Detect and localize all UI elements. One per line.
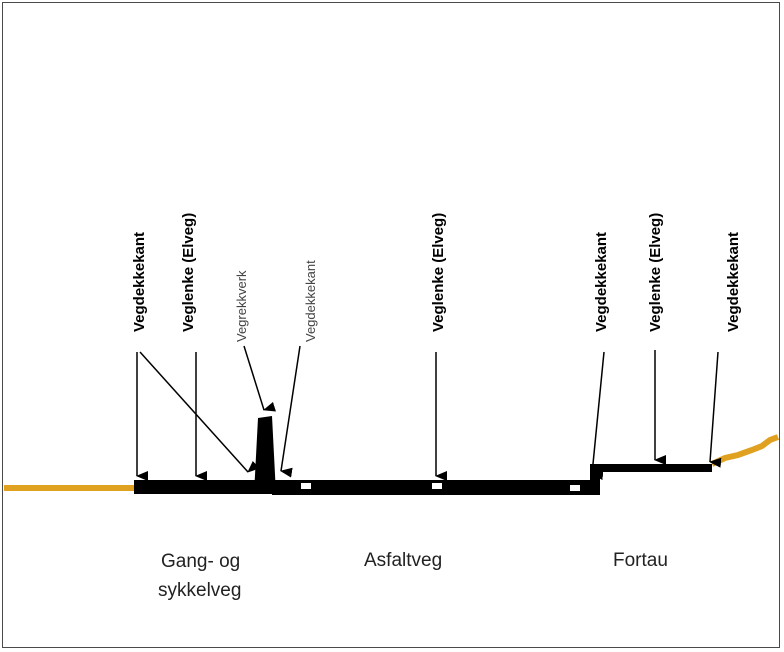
section-asfaltveg: Asfaltveg bbox=[364, 550, 442, 571]
road-marker-3 bbox=[570, 485, 580, 491]
label-veglenke-2: Veglenke (Elveg) bbox=[430, 213, 447, 332]
section-gang-line1: Gang- og bbox=[161, 551, 240, 572]
road-marker-1 bbox=[301, 483, 311, 489]
label-vegdekkekant-1: Vegdekkekant bbox=[131, 232, 148, 332]
fortau-slab bbox=[590, 464, 712, 472]
label-vegdekkekant-2: Vegdekkekant bbox=[303, 260, 318, 342]
label-vegdekkekant-4: Vegdekkekant bbox=[725, 232, 742, 332]
road-marker-2 bbox=[432, 483, 442, 489]
arrow-vegrekkverk bbox=[243, 345, 276, 412]
label-veglenke-1: Veglenke (Elveg) bbox=[180, 213, 197, 332]
arrow-vegdekkekant-4 bbox=[709, 351, 722, 468]
arrow-vegdekkekant-2 bbox=[280, 345, 301, 478]
section-fortau: Fortau bbox=[613, 550, 668, 571]
section-gang-line2: sykkelveg bbox=[158, 580, 241, 601]
arrow-vegdekkekant-1-diagonal bbox=[139, 351, 260, 473]
label-vegdekkekant-3: Vegdekkekant bbox=[593, 232, 610, 332]
label-veglenke-3: Veglenke (Elveg) bbox=[647, 213, 664, 332]
vegrekkverk-post bbox=[254, 416, 276, 494]
label-vegrekkverk: Vegrekkverk bbox=[234, 270, 249, 342]
terrain-right bbox=[710, 434, 780, 467]
arrow-vegdekkekant-3 bbox=[591, 351, 605, 481]
gang-sykkelveg-slab bbox=[134, 480, 258, 494]
